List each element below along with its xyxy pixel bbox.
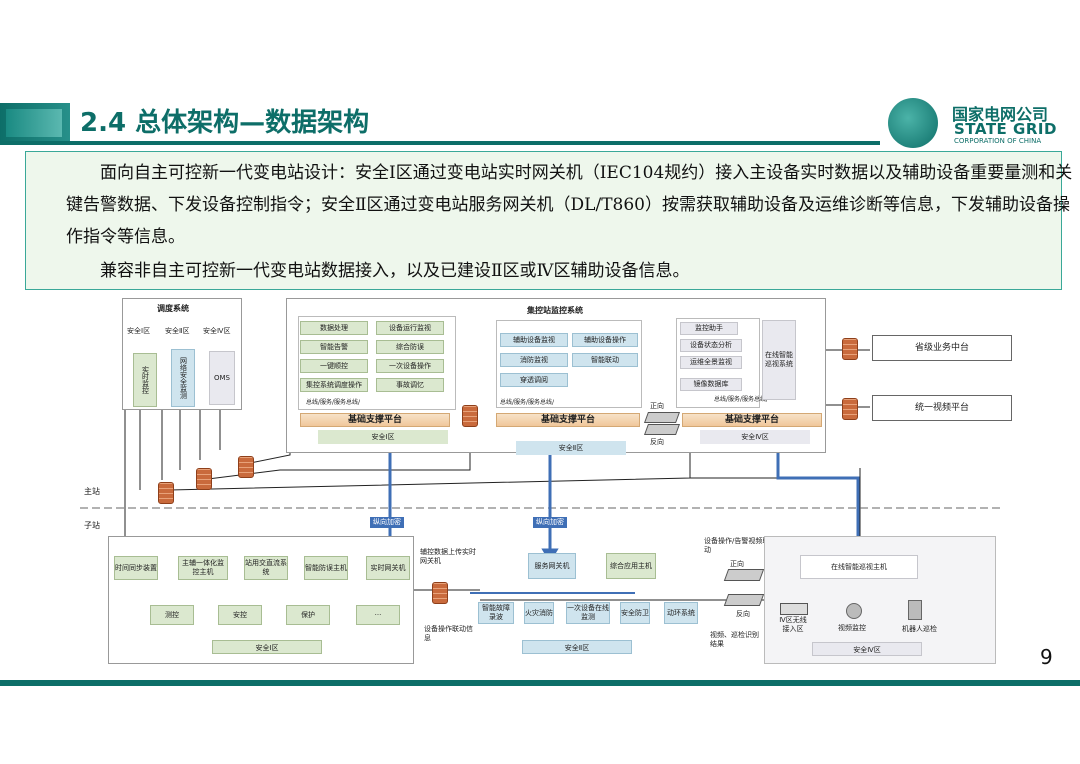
page-title: 2.4 总体架构—数据架构 <box>80 108 370 138</box>
logo-cn-text: 国家电网公司 <box>952 105 1049 124</box>
centre-z1-item-7: 集控系统调度操作 <box>300 378 368 392</box>
firewall-icon <box>842 398 858 420</box>
label-sub-station: 子站 <box>84 521 100 530</box>
centre-reverse-label: 反向 <box>650 438 664 446</box>
centre-z1-platform: 基础支撑平台 <box>300 413 450 427</box>
centre-z1-item-5: 一键顺控 <box>300 359 368 373</box>
logo-en-text: STATE GRID <box>954 120 1057 138</box>
title-underline <box>0 141 880 145</box>
page-number: 9 <box>1040 645 1053 669</box>
footer-bar <box>0 680 1080 686</box>
station-z2-bottom-3: 一次设备在线监测 <box>566 602 610 624</box>
title-accent-inner <box>6 109 62 137</box>
centre-zone1-label: 安全Ⅰ区 <box>318 430 448 444</box>
oms-box: OMS <box>209 351 235 405</box>
firewall-icon <box>462 405 478 427</box>
online-patrol-host: 在线智能巡视主机 <box>800 555 918 579</box>
station-z1-bottom-2: 安控 <box>218 605 262 625</box>
firewall-icon <box>158 482 174 504</box>
station-zone1-label: 安全Ⅰ区 <box>212 640 322 654</box>
note-video-patrol-results: 视频、巡检识别结果 <box>710 631 759 648</box>
centre-z2-item-3: 消防监视 <box>500 353 568 367</box>
isolation-device-centre-forward-icon <box>643 412 681 423</box>
centre-z4-item-2: 设备状态分析 <box>680 339 742 352</box>
intro-box: 面向自主可控新一代变电站设计：安全Ⅰ区通过变电站实时网关机（IEC104规约）接… <box>25 151 1072 290</box>
centre-z4-item-3: 运维全景监视 <box>680 356 742 369</box>
centre-z1-item-3: 智能告警 <box>300 340 368 354</box>
note-device-video-linkage: 设备操作/告警视频联动 <box>704 537 770 554</box>
vertical-encryption-1: 纵向加密 <box>370 517 404 528</box>
realtime-monitor: 实时监控 <box>133 353 157 407</box>
firewall-icon <box>842 338 858 360</box>
dispatch-system: 调度系统 安全Ⅰ区 安全Ⅱ区 安全Ⅳ区 实时监控 网络安全监测 OMS <box>122 298 242 410</box>
centre-z1-item-2: 设备运行监视 <box>376 321 444 335</box>
centre-z2-item-5: 穿透调阅 <box>500 373 568 387</box>
centre-z4-platform: 基础支撑平台 <box>682 413 822 427</box>
dispatch-title: 调度系统 <box>157 304 189 313</box>
centre-z1-bus: 总线/服务/服务总线/ <box>306 399 361 406</box>
centre-title: 集控站监控系统 <box>527 306 583 315</box>
robot-icon <box>908 600 922 620</box>
station-zone2-label: 安全Ⅱ区 <box>522 640 632 654</box>
firewall-icon <box>432 582 448 604</box>
label-master-station: 主站 <box>84 487 100 496</box>
intro-paragraph-2: 兼容非自主可控新一代变电站数据接入，以及已建设Ⅱ区或Ⅳ区辅助设备信息。 <box>100 261 690 281</box>
station-z1-top-2: 主辅一体化监控主机 <box>178 556 228 580</box>
centre-z4-bus: 总线/服务/服务总线/ <box>714 396 769 403</box>
firewall-icon <box>238 456 254 478</box>
intro-paragraph-1: 面向自主可控新一代变电站设计：安全Ⅰ区通过变电站实时网关机（IEC104规约）接… <box>66 163 1073 247</box>
station-z1-top-3: 站用交直流系统 <box>244 556 288 580</box>
robot-patrol: 机器人巡检 <box>902 625 937 633</box>
centre-z2-item-4: 智能联动 <box>572 353 638 367</box>
station-reverse-label: 反向 <box>736 610 750 618</box>
station-z2-bottom-4: 安全防卫 <box>620 602 650 624</box>
centre-z4-item-4: 镜像数据库 <box>680 378 742 391</box>
state-grid-logo-icon <box>888 98 938 148</box>
integrated-app-host: 综合应用主机 <box>606 553 656 579</box>
centre-zone2-label: 安全Ⅱ区 <box>516 441 626 455</box>
centre-z2-item-2: 辅助设备操作 <box>572 333 638 347</box>
online-patrol-system: 在线智能巡视系统 <box>762 320 796 400</box>
station-z2-bottom-2: 火灾消防 <box>524 602 554 624</box>
dispatch-zone-3: 安全Ⅳ区 <box>203 327 231 335</box>
dispatch-zone-2: 安全Ⅱ区 <box>165 327 190 335</box>
station-z1-bottom-4: ··· <box>356 605 400 625</box>
station-z2-bottom-5: 动环系统 <box>664 602 698 624</box>
zone4-wireless-access: Ⅳ区无线接入区 <box>779 616 807 633</box>
firewall-icon <box>196 468 212 490</box>
vertical-encryption-2: 纵向加密 <box>533 517 567 528</box>
isolation-device-centre-reverse-icon <box>643 424 681 435</box>
wireless-router-icon <box>780 603 808 615</box>
centre-z2-bus: 总线/服务/服务总线/ <box>500 399 555 406</box>
logo-sub-text: CORPORATION OF CHINA <box>954 137 1042 145</box>
station-z2-bottom-1: 智能故障录波 <box>478 602 514 624</box>
note-aux-upload: 辅控数据上传实时网关机 <box>420 548 476 565</box>
service-gateway: 服务网关机 <box>528 553 576 579</box>
centre-z4-item-1: 监控助手 <box>680 322 738 335</box>
dispatch-zone-1: 安全Ⅰ区 <box>127 327 151 335</box>
centre-z2-item-1: 辅助设备监视 <box>500 333 568 347</box>
station-z1-bottom-1: 测控 <box>150 605 194 625</box>
isolation-device-forward-icon <box>723 569 765 581</box>
note-device-linkage: 设备操作联动信息 <box>424 625 473 642</box>
station-z1-top-4: 智能防误主机 <box>304 556 348 580</box>
isolation-device-reverse-icon <box>723 594 765 606</box>
unified-video-platform: 统一视频平台 <box>872 395 1012 421</box>
station-z1-top-1: 时间同步装置 <box>114 556 158 580</box>
station-z1-bottom-3: 保护 <box>286 605 330 625</box>
station-zone4-label: 安全Ⅳ区 <box>812 642 922 656</box>
realtime-gateway: 实时网关机 <box>366 556 410 580</box>
centre-z1-item-1: 数据处理 <box>300 321 368 335</box>
video-monitoring: 视频监控 <box>838 624 866 632</box>
centre-z1-item-8: 事故调忆 <box>376 378 444 392</box>
centre-z1-item-6: 一次设备操作 <box>376 359 444 373</box>
camera-icon <box>846 603 862 619</box>
provincial-business-platform: 省级业务中台 <box>872 335 1012 361</box>
centre-forward-label: 正向 <box>650 402 664 410</box>
centre-z1-item-4: 综合防误 <box>376 340 444 354</box>
network-security-monitor: 网络安全监测 <box>171 349 195 407</box>
station-forward-label: 正向 <box>730 560 744 568</box>
centre-z2-platform: 基础支撑平台 <box>496 413 640 427</box>
centre-zone4-label: 安全Ⅳ区 <box>700 430 810 444</box>
